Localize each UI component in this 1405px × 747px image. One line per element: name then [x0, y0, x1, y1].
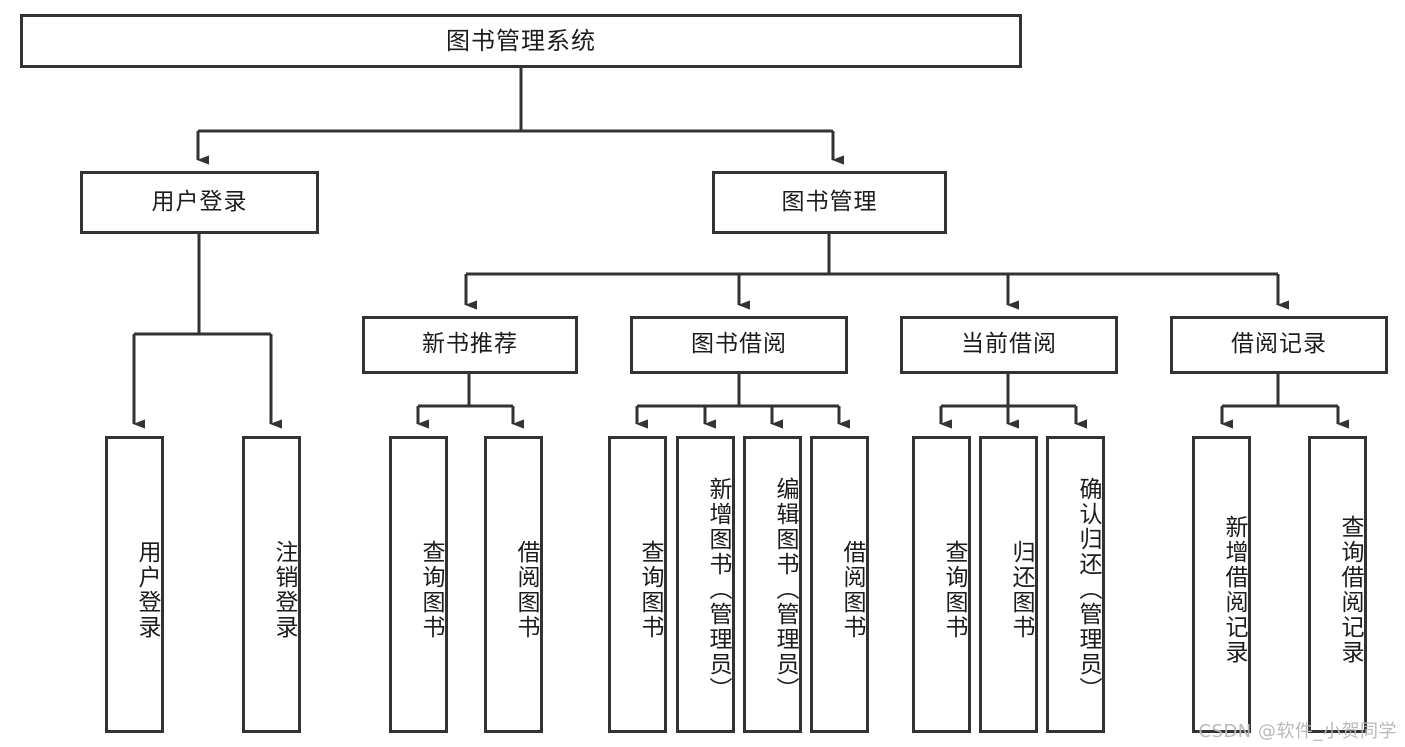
node-root-system[interactable]: 图书管理系统	[20, 14, 1022, 68]
node-user-login[interactable]: 用户登录	[80, 171, 319, 234]
node-label: 查询图书	[418, 539, 444, 640]
node-new-book-recommend[interactable]: 新书推荐	[362, 316, 578, 374]
node-label: 图书管理系统	[446, 26, 596, 55]
node-label: 图书管理	[781, 188, 878, 215]
node-label: 用户登录	[151, 188, 248, 215]
leaf-query-borrow-record[interactable]: 查询借阅记录	[1308, 436, 1367, 733]
leaf-logout[interactable]: 注销登录	[242, 436, 301, 733]
node-label: 确认归还（管理员）	[1075, 477, 1101, 702]
leaf-edit-book-admin[interactable]: 编辑图书（管理员）	[743, 436, 802, 733]
leaf-borrow-book-recommend[interactable]: 借阅图书	[484, 436, 543, 733]
node-label: 归还图书	[1008, 539, 1034, 640]
node-label: 注销登录	[271, 539, 297, 640]
leaf-query-book-recommend[interactable]: 查询图书	[389, 436, 448, 733]
node-current-borrow[interactable]: 当前借阅	[900, 316, 1118, 374]
node-label: 查询借阅记录	[1337, 514, 1363, 665]
leaf-return-book[interactable]: 归还图书	[979, 436, 1038, 733]
leaf-query-book-borrow[interactable]: 查询图书	[608, 436, 667, 733]
node-label: 当前借阅	[961, 331, 1057, 358]
node-label: 用户登录	[134, 539, 160, 640]
node-label: 新书推荐	[422, 331, 518, 358]
leaf-confirm-return-admin[interactable]: 确认归还（管理员）	[1046, 436, 1105, 733]
node-label: 编辑图书（管理员）	[772, 477, 798, 702]
watermark-text: CSDN @软件_小贺同学	[1198, 721, 1397, 742]
node-label: 借阅图书	[839, 539, 865, 640]
leaf-borrow-book[interactable]: 借阅图书	[810, 436, 869, 733]
leaf-user-login[interactable]: 用户登录	[105, 436, 164, 733]
node-label: 查询图书	[941, 539, 967, 640]
leaf-add-borrow-record[interactable]: 新增借阅记录	[1192, 436, 1251, 733]
node-borrow-record[interactable]: 借阅记录	[1170, 316, 1388, 374]
leaf-query-book-current[interactable]: 查询图书	[912, 436, 971, 733]
node-label: 查询图书	[637, 539, 663, 640]
node-label: 借阅记录	[1231, 331, 1327, 358]
leaf-add-book-admin[interactable]: 新增图书（管理员）	[676, 436, 735, 733]
node-label: 新增借阅记录	[1221, 514, 1247, 665]
node-label: 图书借阅	[691, 331, 787, 358]
node-book-management[interactable]: 图书管理	[712, 171, 947, 234]
node-label: 新增图书（管理员）	[705, 477, 731, 702]
node-book-borrow[interactable]: 图书借阅	[630, 316, 848, 374]
node-label: 借阅图书	[513, 539, 539, 640]
